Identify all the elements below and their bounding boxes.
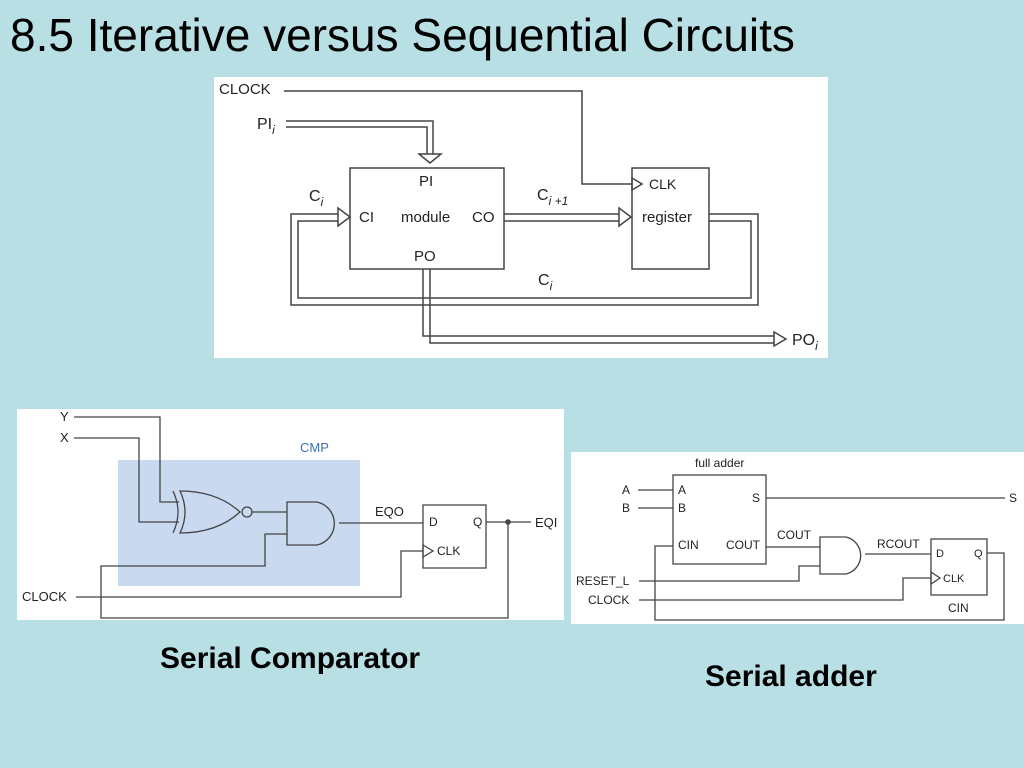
ci-bottom-label: C: [538, 272, 550, 289]
clock-label: CLOCK: [219, 81, 271, 98]
dff-clk-label: CLK: [437, 544, 460, 558]
serial-comparator-caption: Serial Comparator: [160, 642, 421, 675]
reset-l-wire: [639, 565, 820, 582]
ci-arrow: [337, 206, 352, 228]
po-arrow: [773, 330, 788, 348]
fa-b-port: B: [678, 501, 686, 515]
feedback-inner: [297, 220, 752, 299]
y-wire: [74, 416, 179, 503]
module-pi-label: PI: [419, 173, 433, 190]
pi-input-label: PI: [257, 116, 272, 133]
reset-l-label: RESET_L: [576, 574, 630, 588]
pi-wire: [286, 120, 434, 154]
clock-wire: [639, 577, 931, 601]
register-clk-label: CLK: [649, 176, 677, 192]
dff-d-label: D: [936, 548, 944, 560]
co-arrow: [618, 206, 633, 228]
cmp-highlight-region: [118, 460, 360, 586]
dff-box: [930, 538, 988, 596]
feedback-outer: [290, 213, 759, 306]
fa-cout-port: COUT: [726, 538, 761, 552]
svg-text:POi: POi: [792, 332, 818, 353]
dff-clk-label: CLK: [943, 573, 965, 585]
module-box: [349, 167, 505, 270]
svg-text:Ci +1: Ci +1: [537, 187, 568, 208]
module-ci-label: CI: [359, 209, 374, 226]
dff-q-label: Q: [974, 548, 983, 560]
dff-d-label: D: [429, 515, 438, 529]
fa-a-port: A: [678, 483, 686, 497]
ci-bottom-sub: i: [550, 279, 553, 293]
clock-label: CLOCK: [22, 589, 67, 604]
b-input-label: B: [622, 501, 630, 515]
pi-arrow: [416, 153, 444, 164]
serial-adder-diagram: full adder A B A B: [571, 452, 1024, 624]
ci-next-sub: i +1: [549, 194, 569, 208]
clock-wire: [284, 90, 632, 185]
dff-cin-label: CIN: [948, 601, 969, 615]
po-output-label: PO: [792, 332, 815, 349]
dff-box: [422, 504, 487, 569]
iterative-circuit-diagram: CLOCK PIi Ci PI CI module CO PO Ci +1 CL…: [214, 77, 828, 358]
serial-comparator-diagram: CMP Y X EQO D: [17, 409, 564, 620]
full-adder-box: [672, 474, 767, 565]
dff-clk-triangle: [930, 570, 942, 586]
rcout-label: RCOUT: [877, 537, 920, 551]
clk-triangle: [631, 176, 644, 192]
y-label: Y: [60, 409, 69, 424]
and-gate: [819, 536, 862, 575]
module-co-label: CO: [472, 209, 495, 226]
x-wire: [74, 437, 179, 523]
co-wire: [504, 213, 619, 222]
eqi-junction-dot: [505, 519, 511, 525]
eqi-feedback: [100, 522, 509, 619]
cin-feedback: [654, 545, 1005, 621]
clock-wire: [76, 550, 423, 598]
module-name-label: module: [401, 209, 450, 226]
x-label: X: [60, 430, 69, 445]
ci-left-sub: i: [321, 195, 324, 209]
slide-title: 8.5 Iterative versus Sequential Circuits: [10, 9, 795, 61]
xnor-body: [178, 490, 241, 534]
dff-q-label: Q: [473, 515, 482, 529]
fa-s-port: S: [752, 491, 760, 505]
clock-label: CLOCK: [588, 593, 629, 607]
svg-text:Ci: Ci: [309, 188, 324, 209]
po-output-sub: i: [815, 339, 818, 353]
s-output-label: S: [1009, 491, 1017, 505]
register-box: [631, 167, 710, 270]
register-name-label: register: [642, 209, 692, 226]
module-po-label: PO: [414, 248, 436, 265]
serial-adder-caption: Serial adder: [705, 660, 877, 693]
cmp-label: CMP: [300, 440, 329, 455]
eqi-label: EQI: [535, 515, 557, 530]
svg-text:Ci: Ci: [538, 272, 553, 293]
xnor-back-arc: [172, 490, 179, 534]
dff-clk-triangle: [422, 543, 435, 559]
po-wire: [422, 269, 774, 344]
pi-input-sub: i: [272, 123, 275, 137]
ci-left-label: C: [309, 188, 321, 205]
and-gate: [286, 501, 335, 546]
svg-text:PIi: PIi: [257, 116, 275, 137]
cout-wire-label: COUT: [777, 528, 812, 542]
full-adder-label: full adder: [695, 456, 744, 470]
fa-cin-port: CIN: [678, 538, 699, 552]
a-input-label: A: [622, 483, 630, 497]
ci-next-label: C: [537, 187, 549, 204]
eqo-label: EQO: [375, 504, 404, 519]
